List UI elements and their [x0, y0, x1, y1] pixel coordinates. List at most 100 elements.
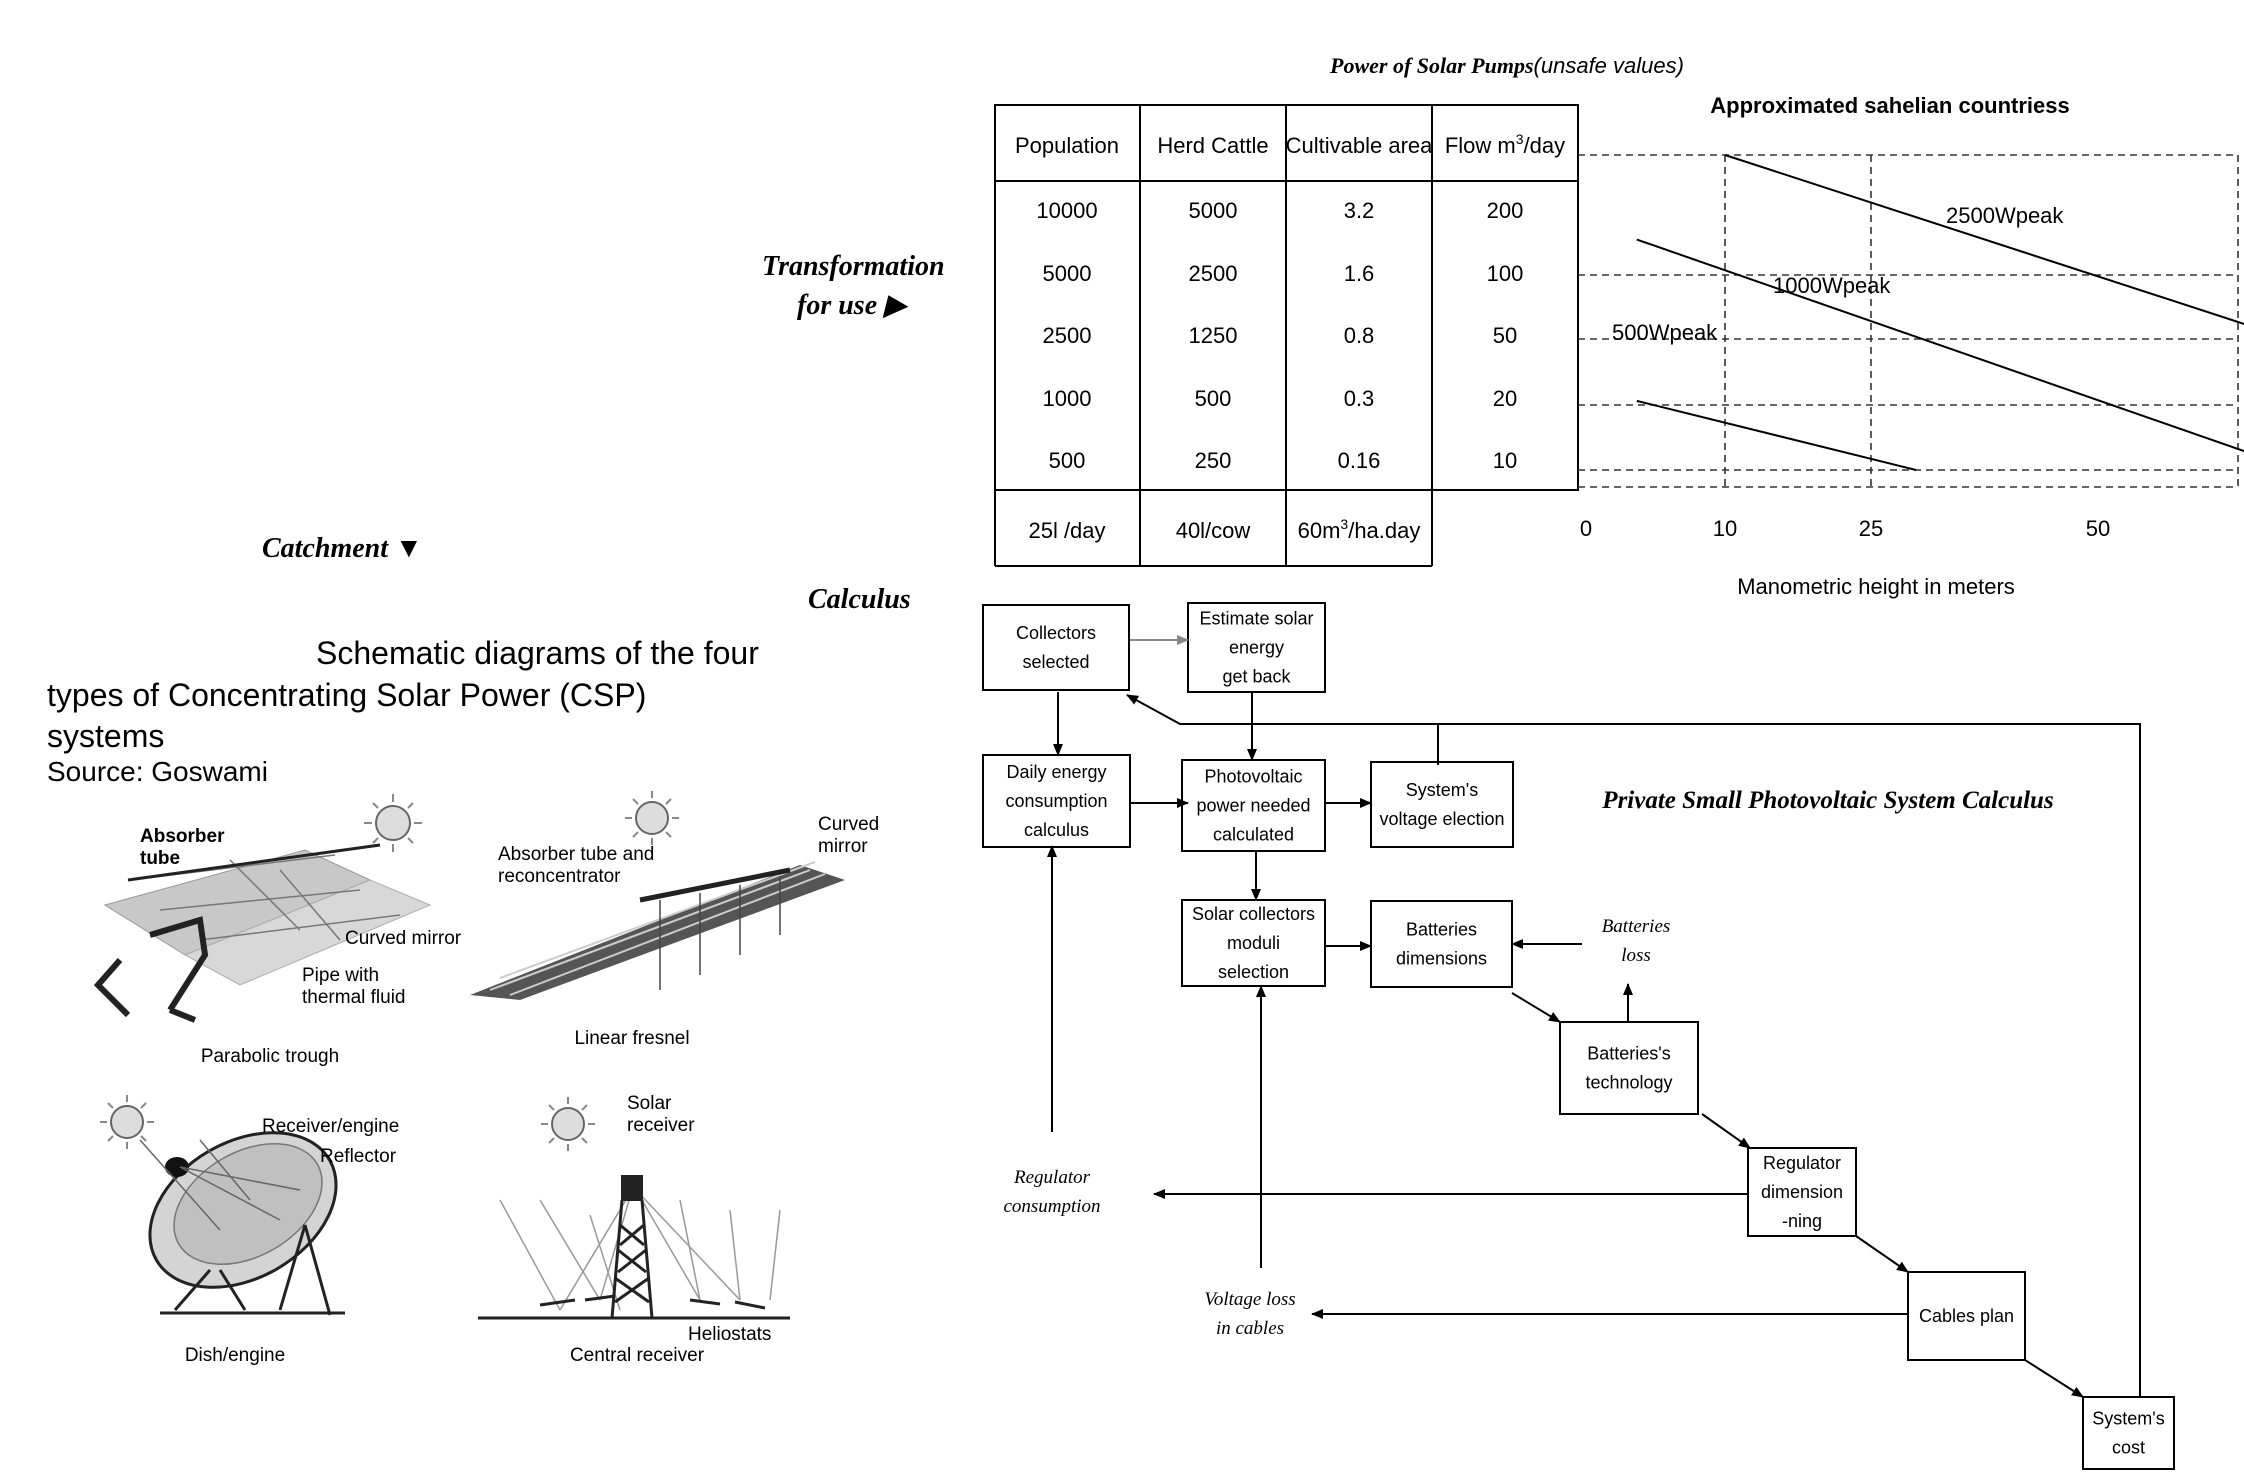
x-tick-label: 10	[1713, 516, 1737, 541]
header-flow: Flow m3/day	[1445, 131, 1565, 158]
series-line-500wpeak	[1636, 399, 1917, 471]
dish-reflector-label: Reflector	[320, 1146, 397, 1167]
heliostats-label: Heliostats	[688, 1324, 771, 1345]
flow-note-volt-loss: Voltage loss	[1204, 1289, 1295, 1310]
flow-box-text: moduli	[1227, 933, 1280, 953]
pv-flowchart: Private Small Photovoltaic System Calcul…	[982, 602, 2175, 1470]
flow-note-bat-loss: Batteries	[1602, 916, 1671, 937]
header-herd-cattle: Herd Cattle	[1157, 133, 1268, 158]
table-cell: 3.2	[1344, 198, 1375, 223]
dish-engine-name: Dish/engine	[185, 1345, 285, 1366]
series-label-2500wpeak: 2500Wpeak	[1946, 203, 2064, 228]
table-cell: 10	[1493, 448, 1517, 473]
flow-box-text: selection	[1218, 962, 1289, 982]
flow-box-text: selected	[1022, 652, 1089, 672]
series-label-500wpeak: 500Wpeak	[1612, 320, 1718, 345]
parabolic-absorber-label: Absorber	[140, 826, 225, 847]
pump-table-title: Power of Solar Pumps(unsafe values)	[1329, 53, 1684, 78]
sun-icon	[364, 794, 422, 852]
chart-title: Approximated sahelian countriess	[1710, 93, 2069, 118]
unit-population: 25l /day	[1028, 518, 1105, 543]
flowchart-title: Private Small Photovoltaic System Calcul…	[1601, 787, 2053, 814]
table-cell: 20	[1493, 386, 1517, 411]
tower-receiver-label-2: receiver	[627, 1115, 695, 1136]
table-cell: 0.16	[1338, 448, 1381, 473]
table-cell: 1000	[1043, 386, 1092, 411]
table-cell: 1.6	[1344, 261, 1375, 286]
series-line-1000wpeak	[1636, 238, 2244, 453]
flow-note-reg-cons: consumption	[1003, 1196, 1100, 1217]
flow-box-cost: System's cost	[2082, 1396, 2175, 1470]
parabolic-trough-illustration: Absorber tube Curved mirror Pipe with th…	[93, 794, 462, 1067]
parabolic-mirror-label: Curved mirror	[345, 928, 462, 949]
pump-chart: Approximated sahelian countriess 500Wpea…	[1578, 93, 2244, 599]
parabolic-pipe-label-2: thermal fluid	[302, 987, 406, 1008]
csp-title-line1: Schematic diagrams of the four	[316, 635, 759, 671]
unit-area: 60m3/ha.day	[1298, 516, 1421, 543]
flow-box-text: technology	[1585, 1073, 1672, 1093]
linear-fresnel-illustration: Absorber tube and reconcentrator Curved …	[470, 791, 879, 1049]
catchment-label: Catchment ▼	[262, 533, 423, 564]
parabolic-tube-label: tube	[140, 848, 180, 869]
flow-box-text: Daily energy	[1006, 762, 1106, 782]
flow-note-bat-loss: loss	[1621, 945, 1651, 966]
flow-box-text: Photovoltaic	[1204, 767, 1302, 787]
sun-icon	[625, 791, 679, 845]
dish-receiver-label: Receiver/engine	[262, 1116, 399, 1137]
x-tick-label: 25	[1859, 516, 1883, 541]
table-cell: 500	[1049, 448, 1086, 473]
flow-box-voltage: System's voltage election	[1370, 761, 1514, 848]
parabolic-trough-name: Parabolic trough	[201, 1046, 339, 1067]
fresnel-mirror-label-1: Curved	[818, 814, 879, 835]
linear-fresnel-name: Linear fresnel	[574, 1028, 689, 1049]
chart-grid	[1578, 154, 2239, 488]
table-cell: 500	[1195, 386, 1232, 411]
flow-box-text: get back	[1222, 667, 1291, 687]
flow-box-cables: Cables plan	[1907, 1271, 2026, 1361]
series-line-2500wpeak	[1724, 154, 2244, 325]
series-label-1000wpeak: 1000Wpeak	[1773, 273, 1891, 298]
central-receiver-illustration: Solar receiver Heliostats Central receiv…	[478, 1093, 790, 1366]
flow-box-text: calculated	[1213, 825, 1294, 845]
table-cell: 2500	[1043, 323, 1092, 348]
tower-receiver-label-1: Solar	[627, 1093, 672, 1114]
flow-box-text: dimensions	[1396, 949, 1487, 969]
chart-xlabel: Manometric height in meters	[1737, 574, 2015, 599]
flow-box-batteries: Batteries dimensions	[1370, 900, 1513, 988]
transformation-label: Transformation	[762, 251, 945, 282]
flow-note-volt-loss: in cables	[1216, 1318, 1284, 1339]
flow-box-text: voltage election	[1379, 809, 1504, 829]
fresnel-tube-label-2: reconcentrator	[498, 866, 621, 887]
for-use-label: for use ▶	[797, 290, 909, 321]
chart-series: 500Wpeak 1000Wpeak 2500Wpeak	[1612, 154, 2244, 471]
central-receiver-name: Central receiver	[570, 1345, 705, 1366]
flow-note-reg-cons: Regulator	[1013, 1167, 1091, 1188]
flow-box-text: Cables plan	[1919, 1306, 2014, 1326]
flow-arrows	[1047, 635, 2141, 1398]
sun-icon	[100, 1095, 154, 1149]
header-cultivable-area: Cultivable area	[1286, 133, 1434, 158]
csp-source: Source: Goswami	[47, 756, 268, 787]
table-cell: 100	[1487, 261, 1524, 286]
flow-box-text: Batteries	[1406, 920, 1477, 940]
sun-icon	[541, 1097, 595, 1151]
csp-panel: Schematic diagrams of the four types of …	[47, 635, 879, 1366]
flow-box-text: System's	[2092, 1409, 2164, 1429]
fresnel-tube-label-1: Absorber tube and	[498, 844, 654, 865]
calculus-label: Calculus	[808, 584, 911, 615]
flow-box-text: System's	[1406, 780, 1478, 800]
flow-box-text: Solar collectors	[1192, 904, 1315, 924]
x-tick-label: 0	[1580, 516, 1592, 541]
parabolic-pipe-label-1: Pipe with	[302, 965, 379, 986]
flow-box-text: consumption	[1005, 791, 1107, 811]
flow-box-text: cost	[2112, 1438, 2145, 1458]
table-cell: 5000	[1189, 198, 1238, 223]
